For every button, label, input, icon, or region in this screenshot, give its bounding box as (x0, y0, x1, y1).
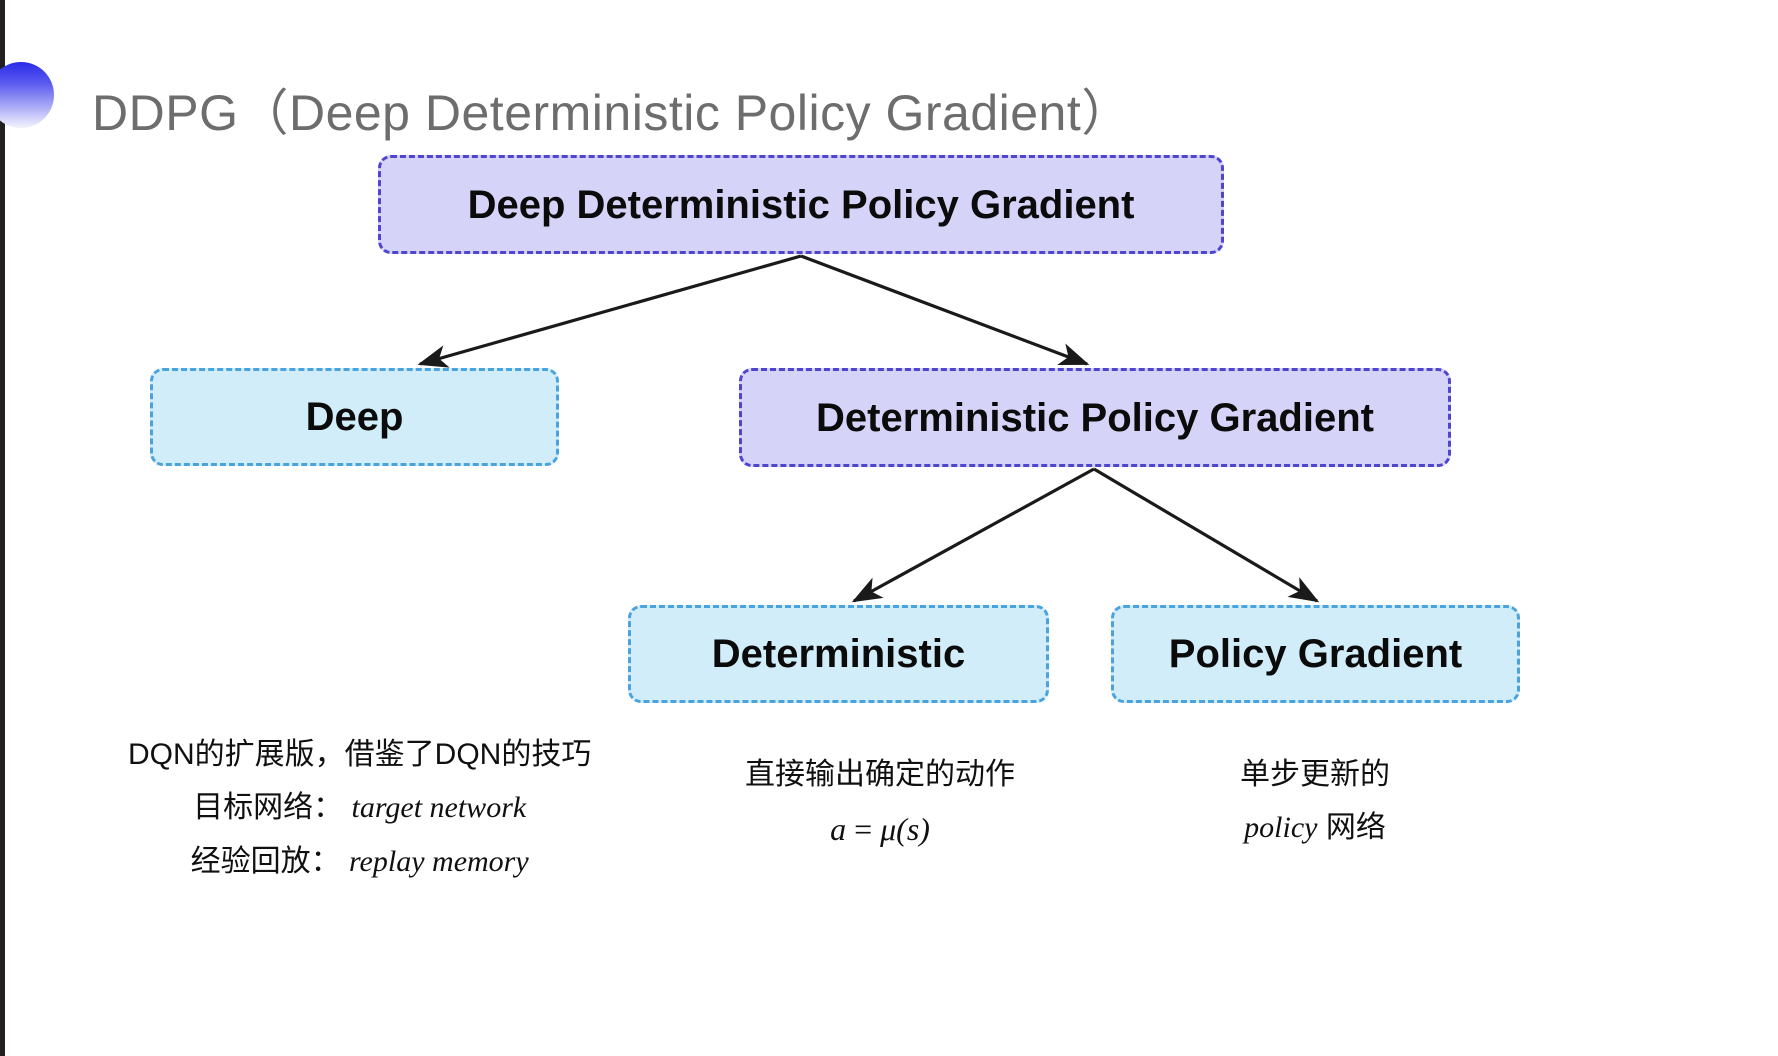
node-policy-gradient[interactable]: Policy Gradient (1111, 605, 1520, 703)
caption-deterministic: 直接输出确定的动作 a = μ(s) (742, 748, 1018, 858)
caption-policy-gradient-line1: 单步更新的 (1240, 758, 1390, 791)
left-edge-strip (0, 0, 5, 1056)
node-deterministic-policy-gradient[interactable]: Deterministic Policy Gradient (739, 368, 1451, 467)
caption-deep-line2-label: 目标网络： (193, 791, 344, 825)
caption-deep-line2-term: target network (351, 791, 527, 825)
caption-deep: DQN的扩展版，借鉴了DQN的技巧 目标网络： target network 经… (128, 728, 591, 888)
node-label: Policy Gradient (1168, 632, 1463, 676)
caption-policy-gradient-suffix: 网络 (1325, 811, 1386, 845)
formula-operator: = (854, 811, 873, 848)
caption-deep-line3: 经验回放： replay memory (128, 835, 591, 888)
node-label: Deterministic Policy Gradient (816, 395, 1374, 440)
node-deep-deterministic-policy-gradient[interactable]: Deep Deterministic Policy Gradient (378, 155, 1224, 254)
node-deep[interactable]: Deep (150, 368, 559, 466)
node-label: Deep (305, 395, 404, 439)
caption-policy-gradient: 单步更新的 policy 网络 (1240, 748, 1390, 855)
edge-dpg-to-policy-gradient (1093, 467, 1320, 603)
edge-root-to-dpg (800, 254, 1090, 366)
caption-policy-gradient-line2: policy 网络 (1240, 801, 1390, 854)
caption-deep-line2: 目标网络： target network (128, 781, 591, 834)
node-label: Deterministic (711, 632, 966, 676)
node-deterministic[interactable]: Deterministic (628, 605, 1049, 703)
page-title: DDPG（Deep Deterministic Policy Gradient） (92, 85, 1132, 141)
formula-lhs: a (830, 811, 847, 848)
caption-deep-line1: DQN的扩展版，借鉴了DQN的技巧 (128, 738, 592, 771)
caption-deterministic-line1: 直接输出确定的动作 (745, 758, 1015, 791)
edge-root-to-deep (417, 254, 802, 368)
caption-deep-line3-term: replay memory (349, 844, 529, 878)
caption-deep-line3-label: 经验回放： (190, 844, 341, 878)
caption-policy-gradient-term: policy (1244, 811, 1318, 845)
node-label: Deep Deterministic Policy Gradient (467, 182, 1135, 227)
caption-deterministic-formula: a = μ(s) (742, 801, 1018, 858)
gradient-circle-bullet-icon (0, 62, 54, 128)
formula-rhs: μ(s) (880, 811, 930, 848)
edge-dpg-to-deterministic (851, 467, 1095, 603)
